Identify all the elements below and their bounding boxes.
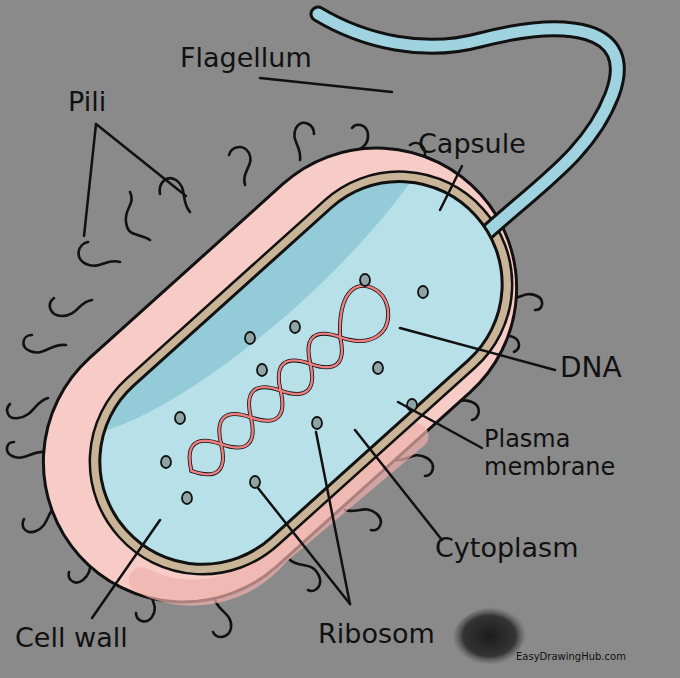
ribosome — [373, 362, 383, 374]
ribosome — [290, 321, 300, 333]
pilus — [7, 442, 46, 458]
part-label: Capsule — [418, 128, 526, 159]
pilus — [213, 600, 231, 637]
ribosome — [245, 332, 255, 344]
cytoplasm-body — [0, 27, 595, 606]
leader-line — [96, 124, 186, 196]
cell-body — [0, 90, 574, 659]
pilus — [23, 335, 66, 353]
ribosomes — [161, 274, 428, 504]
pilus — [294, 123, 314, 160]
ribosome — [161, 456, 171, 468]
dna-strand — [173, 278, 400, 490]
watermark: EasyDrawingHub.com — [516, 651, 626, 663]
part-label: Flagellum — [180, 42, 312, 73]
pilus — [290, 560, 320, 591]
ribosome — [175, 412, 185, 424]
leader-line — [398, 402, 482, 448]
pilus — [229, 147, 251, 185]
ribosome — [182, 492, 192, 504]
pilus — [126, 192, 150, 240]
ribosome — [312, 417, 322, 429]
smudge — [452, 607, 527, 665]
leader-line — [355, 430, 442, 540]
leader-line — [440, 166, 462, 210]
ribosome — [360, 274, 370, 286]
part-label: Ribosom — [318, 618, 435, 649]
pilus — [345, 509, 381, 530]
leader-line — [258, 488, 350, 604]
leader-line — [92, 520, 160, 618]
leader-line — [84, 124, 96, 236]
pilus — [7, 398, 48, 418]
capsule-layer — [0, 90, 574, 659]
leader-line — [316, 432, 350, 604]
ribosome — [250, 476, 260, 488]
pilus — [79, 242, 120, 266]
ribosome — [257, 364, 267, 376]
part-label: DNA — [560, 352, 622, 384]
ribosome — [418, 286, 428, 298]
part-label: Plasma membrane — [484, 426, 644, 481]
part-label: Cell wall — [15, 622, 128, 653]
pilus — [50, 298, 92, 316]
leader-line — [260, 78, 392, 92]
part-label: Pili — [68, 86, 106, 117]
part-label: Cytoplasm — [435, 532, 579, 563]
cytoplasm-shade — [58, 139, 491, 479]
leader-line — [400, 328, 555, 370]
